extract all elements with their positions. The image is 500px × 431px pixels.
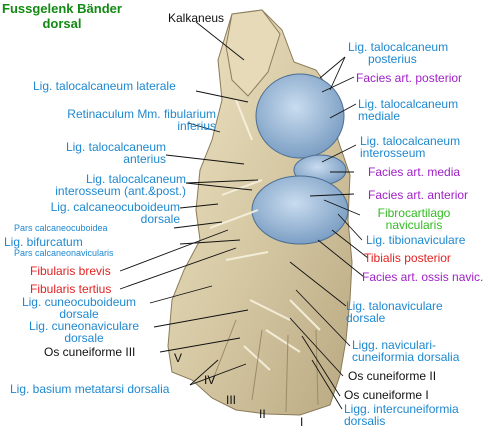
label-fibularis-tertius: Fibularis tertius [30, 282, 112, 296]
label-lig-talocalcaneum-laterale: Lig. talocalcaneum laterale [33, 79, 176, 93]
label-fibularis-brevis: Fibularis brevis [30, 264, 111, 278]
label-facies-art-posterior: Facies art. posterior [356, 71, 463, 85]
facies-posterior-shape [255, 73, 345, 159]
label-kalkaneus: Kalkaneus [168, 11, 225, 25]
label-lig-talonaviculare-line2: dorsale [346, 311, 386, 325]
label-roman-iii: III [226, 393, 237, 407]
label-lig-tc-mediale-line2: mediale [358, 109, 401, 123]
title-line-2: dorsal [42, 15, 82, 31]
label-ligg-naviculari-line2: cuneiformia dorsalia [352, 350, 460, 364]
label-lig-tc-mediale-line1: Lig. talocalcaneum [358, 97, 459, 111]
label-ligg-naviculari-cuneiformia: Ligg. naviculari- cuneiformia dorsalia [352, 339, 459, 363]
label-lig-cuneocuboideum-dorsale: Lig. cuneocuboideum dorsale [4, 296, 154, 320]
title-line-1: Fussgelenk Bänder [2, 1, 122, 16]
label-lig-tc-anterius-line1: Lig. talocalcaneum [65, 140, 166, 154]
label-fibrocartilago-line2: navicularis [385, 218, 443, 232]
facies-anterior-shape [251, 175, 349, 245]
label-fibrocartilago-navicularis: Fibrocartilago navicularis [364, 207, 464, 231]
label-lig-cuneocuboideum-line2: dorsale [59, 307, 99, 321]
label-retinaculum: Retinaculum Mm. fibularium inferius [28, 108, 216, 132]
label-lig-talonaviculare-line1: Lig. talonaviculare [346, 299, 443, 313]
label-lig-bifurcatum: Lig. bifurcatum [4, 235, 83, 249]
label-roman-v: V [174, 351, 183, 365]
label-ligg-naviculari-line1: Ligg. naviculari- [352, 338, 437, 352]
label-facies-art-anterior: Facies art. anterior [368, 188, 469, 202]
label-lig-cc-dorsale-line1: Lig. calcaneocuboideum [50, 200, 180, 214]
label-lig-talocalcaneum-interosseum: Lig. talocalcaneum interosseum [360, 135, 460, 159]
label-lig-tc-posterius-line1: Lig. talocalcaneum [348, 40, 449, 54]
label-roman-i: I [300, 415, 304, 429]
label-lig-tc-posterius-line2: posterius [368, 52, 417, 66]
label-lig-tc-int-ap-line1: Lig. talocalcaneum [85, 172, 186, 186]
label-ligg-intercuneiformia-line1: Ligg. intercuneiformia [344, 402, 459, 416]
label-lig-cuneonaviculare-line1: Lig. cuneonaviculare [28, 319, 140, 333]
label-lig-tibionaviculare: Lig. tibionaviculare [366, 233, 466, 247]
label-lig-talocalcaneum-posterius: Lig. talocalcaneum posterius [348, 41, 448, 65]
label-lig-cuneocuboideum-line1: Lig. cuneocuboideum [21, 295, 137, 309]
label-lig-talocalcaneum-int-ant-post: Lig. talocalcaneum interosseum (ant.&pos… [2, 173, 186, 197]
label-roman-iv: IV [204, 373, 216, 387]
label-pars-calcaneocuboidea: Pars calcaneocuboidea [14, 223, 108, 233]
calcaneus-shape [225, 9, 281, 97]
label-tibialis-posterior: Tibialis posterior [364, 251, 451, 265]
label-ligg-intercuneiformia-line2: dorsalis [344, 414, 386, 428]
label-facies-art-ossis-navic: Facies art. ossis navic. [362, 270, 484, 284]
label-pars-calcaneonavicularis: Pars calcaneonavicularis [14, 248, 114, 258]
label-retinaculum-line2: inferius [177, 119, 216, 133]
label-lig-basium-metatarsi-dorsalia: Lig. basium metatarsi dorsalia [10, 382, 170, 396]
label-roman-ii: II [259, 407, 266, 421]
label-lig-cc-dorsale-line2: dorsale [140, 212, 180, 226]
label-lig-tc-interosseum-line2: interosseum [360, 146, 426, 160]
diagram-title: Fussgelenk Bänder dorsal [2, 1, 122, 32]
label-lig-talonaviculare-dorsale: Lig. talonaviculare dorsale [346, 300, 443, 324]
label-lig-tc-int-ap-line2: interosseum (ant.&post.) [55, 184, 186, 198]
label-fibrocartilago-line1: Fibrocartilago [377, 206, 451, 220]
label-lig-tc-interosseum-line1: Lig. talocalcaneum [360, 134, 461, 148]
label-lig-talocalcaneum-mediale: Lig. talocalcaneum mediale [358, 98, 458, 122]
label-os-cuneiforme-i: Os cuneiforme I [344, 388, 429, 402]
label-lig-talocalcaneum-anterius: Lig. talocalcaneum anterius [36, 141, 166, 165]
label-retinaculum-line1: Retinaculum Mm. fibularium [67, 107, 216, 121]
label-lig-tc-anterius-line2: anterius [123, 152, 166, 166]
label-lig-cuneonaviculare-line2: dorsale [64, 331, 104, 345]
label-facies-art-media: Facies art. media [368, 165, 461, 179]
label-os-cuneiforme-iii: Os cuneiforme III [44, 345, 136, 359]
label-lig-cuneonaviculare-dorsale: Lig. cuneonaviculare dorsale [4, 320, 164, 344]
label-ligg-intercuneiformia-dorsalis: Ligg. intercuneiformia dorsalis [344, 403, 459, 427]
label-os-cuneiforme-ii: Os cuneiforme II [348, 369, 437, 383]
label-lig-calcaneocuboideum-dorsale: Lig. calcaneocuboideum dorsale [4, 201, 180, 225]
